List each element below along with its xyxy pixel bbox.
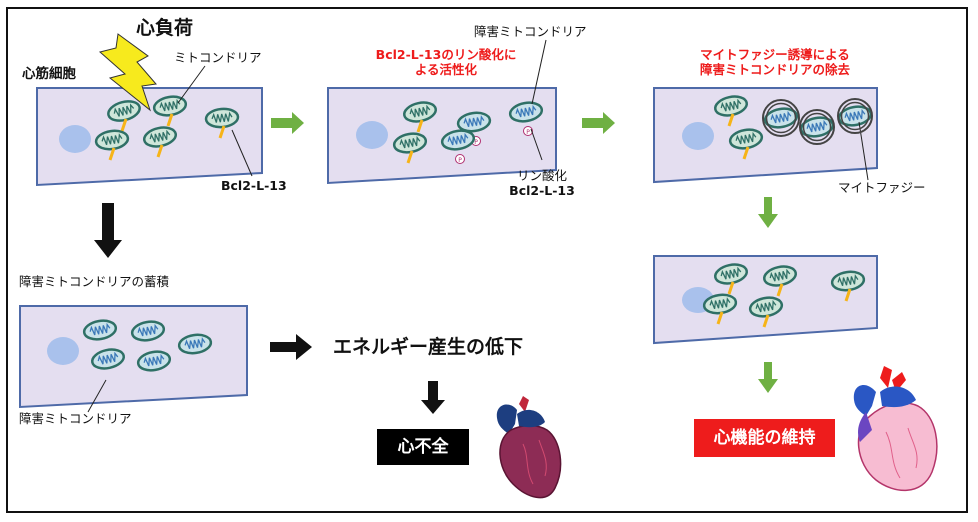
bcl2-marker (156, 144, 164, 158)
black-arrows (94, 203, 445, 414)
damaged-mitochondrion (456, 111, 492, 133)
bcl2-marker (716, 311, 724, 325)
green-arrows (271, 112, 778, 393)
removal-line-2: 障害ミトコンドリアの除去 (699, 62, 850, 77)
nucleus (47, 337, 79, 365)
maintenance-box (694, 419, 835, 457)
activation-line-1: Bcl2-L-13のリン酸化に (375, 47, 517, 62)
activation-text: Bcl2-L-13のリン酸化に よる活性化 (351, 47, 541, 77)
phospho-mark-text: P (526, 129, 530, 136)
damaged-mitochondrion (837, 105, 873, 127)
bcl2-marker (742, 146, 750, 160)
heart-failing-icon (496, 396, 562, 499)
accumulation-label: 障害ミトコンドリアの蓄積 (19, 274, 170, 289)
energy-decline-label: エネルギー産生の低下 (333, 336, 524, 358)
bcl2-marker (844, 288, 852, 302)
phospho-mark-text: P (474, 139, 478, 146)
lightning-icon (98, 33, 157, 112)
damaged-mitochondrion (799, 116, 835, 138)
bcl2-marker (727, 281, 735, 295)
heart-healthy-icon (853, 366, 938, 492)
nucleus (682, 122, 714, 150)
cardiomyocyte-label: 心筋細胞 (22, 66, 76, 82)
damaged-mitochondrion (508, 101, 544, 123)
cardiac-load-label: 心負荷 (136, 17, 194, 39)
arrow-down-icon (94, 203, 122, 258)
cell-top-right (653, 87, 878, 184)
arrow-down-icon (421, 381, 445, 414)
nucleus (356, 121, 388, 149)
cell-bottom-left (19, 305, 248, 409)
damaged-mitochondrion (136, 350, 172, 372)
nucleus (59, 125, 91, 153)
bcl2-marker (218, 125, 226, 139)
phospho-line-2: Bcl2-L-13 (509, 183, 575, 198)
arrow-right-icon (270, 334, 312, 360)
bcl2-marker (108, 147, 116, 161)
bcl2-marker (406, 150, 414, 164)
bcl2-marker (762, 314, 770, 328)
damaged-mitochondria-top-label: 障害ミトコンドリア (474, 24, 587, 39)
phospho-line-1: リン酸化 (516, 168, 567, 183)
phospho-mark-text: P (458, 157, 462, 164)
damaged-mitochondrion (763, 107, 799, 129)
arrow-down-icon (758, 362, 778, 393)
bcl2-label: Bcl2-L-13 (221, 178, 287, 193)
damaged-mitochondrion (130, 320, 166, 342)
maintenance-label: 心機能の維持 (713, 428, 816, 448)
mitochondria-label: ミトコンドリア (174, 50, 262, 65)
damaged-mitochondrion (440, 129, 476, 151)
arrow-right-icon (582, 112, 615, 134)
bcl2-marker (166, 113, 174, 127)
arrow-down-icon (758, 197, 778, 228)
damaged-mitochondrion (90, 348, 126, 370)
bcl2-marker (776, 283, 784, 297)
activation-line-2: よる活性化 (414, 62, 478, 77)
damaged-mitochondrion (82, 319, 118, 341)
bcl2-marker (120, 118, 128, 132)
phospho-bcl2-text: リン酸化 Bcl2-L-13 (487, 168, 597, 198)
bcl2-marker (727, 113, 735, 127)
removal-text: マイトファジー誘導による 障害ミトコンドリアの除去 (660, 47, 890, 77)
arrow-right-icon (271, 112, 304, 134)
cell-top-middle (327, 87, 557, 185)
damaged-mitochondria-bottom-label: 障害ミトコンドリア (19, 411, 132, 426)
bcl2-marker (416, 119, 424, 133)
heart-failure-label: 心不全 (397, 437, 449, 457)
removal-line-1: マイトファジー誘導による (700, 47, 850, 62)
damaged-mitochondrion (177, 333, 213, 355)
mitophagy-vesicles (762, 98, 873, 145)
phospho-marker (455, 154, 465, 164)
mitophagy-label: マイトファジー (838, 180, 926, 195)
phospho-marker (523, 126, 533, 136)
heart-failure-box (377, 429, 469, 465)
